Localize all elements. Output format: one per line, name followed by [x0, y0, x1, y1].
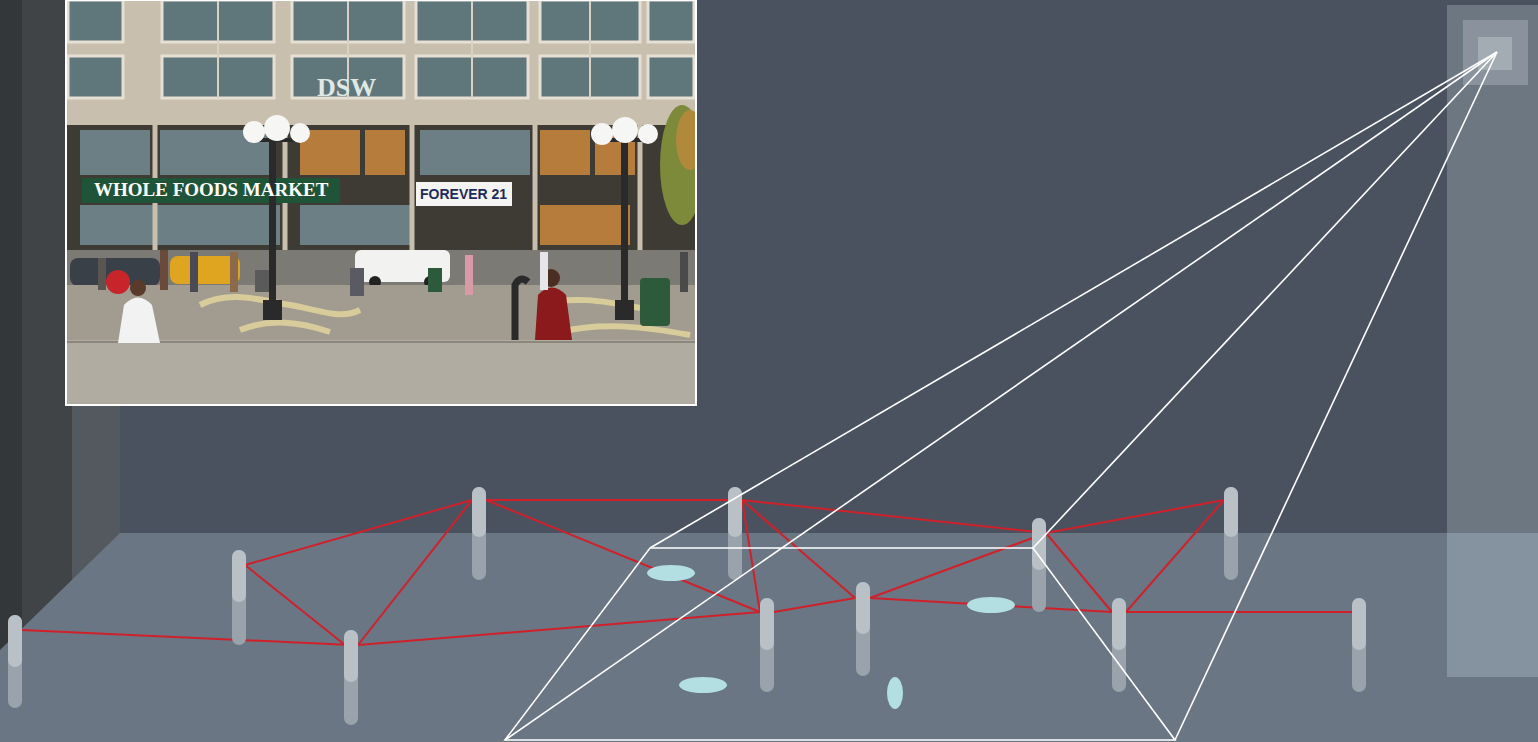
sign-text: DSW	[317, 73, 376, 103]
sign-text: WHOLE FOODS MARKET	[94, 179, 328, 201]
street-photo	[66, 0, 704, 405]
sign-text: FOREVER 21	[420, 186, 507, 202]
